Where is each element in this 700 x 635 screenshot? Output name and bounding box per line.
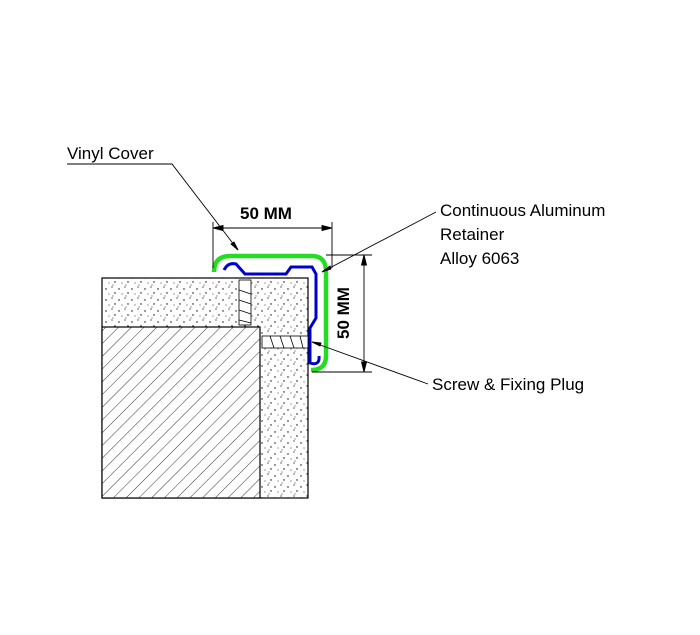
retainer-label-line3: Alloy 6063: [440, 249, 520, 268]
brick-wall: [101, 326, 261, 499]
aluminum-retainer: [222, 262, 321, 366]
width-dimension: 50 MM: [240, 204, 292, 223]
dimension-lines: [212, 222, 372, 373]
retainer-label-line2: Retainer: [440, 225, 505, 244]
screw-top: [238, 279, 252, 326]
screw-label: Screw & Fixing Plug: [432, 375, 585, 394]
screw-side: [261, 335, 309, 349]
vinyl-cover-label: Vinyl Cover: [67, 144, 154, 163]
height-dimension: 50 MM: [333, 287, 353, 339]
vinyl-cover: [211, 253, 329, 373]
leader-lines: [67, 163, 437, 385]
retainer-label-line1: Continuous Aluminum: [440, 201, 606, 220]
